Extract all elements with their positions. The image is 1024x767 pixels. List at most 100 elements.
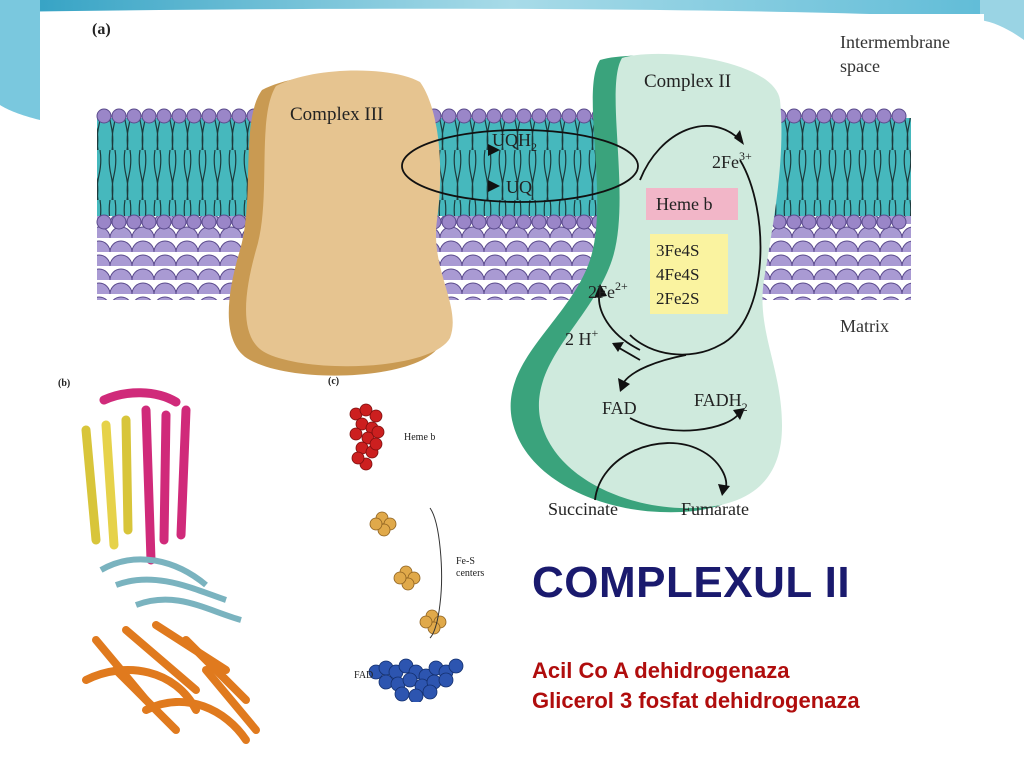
heme-b-small-label: Heme b [404,432,435,443]
subtitle-line-1: Acil Co A dehidrogenaza [532,658,790,683]
fad-small-label: FAD [354,670,373,681]
lipid-head [531,108,547,124]
lipid-head [576,214,592,230]
lipid-head [801,108,817,124]
lipid-head [96,108,112,124]
lipid-head [891,108,907,124]
lipid-head [96,214,112,230]
lipid-head [846,108,862,124]
title-box [518,520,984,628]
lipid-head [231,214,247,230]
atom-sphere [422,684,438,700]
lipid-head [141,214,157,230]
lipid-head [546,108,562,124]
succinate-label: Succinate [548,499,618,519]
lipid-head [111,214,127,230]
atom-sphere [419,615,433,629]
lipid-head [576,108,592,124]
lipid-head [441,108,457,124]
atom-sphere [394,686,410,702]
lipid-head [891,214,907,230]
lipid-head [501,108,517,124]
matrix-label: Matrix [840,316,889,336]
lipid-head [471,214,487,230]
atom-sphere [408,688,424,702]
lipid-head [186,108,202,124]
lipid-head [831,108,847,124]
fe-s-spheres [369,511,447,635]
atom-sphere [393,571,407,585]
lipid-head [216,214,232,230]
fe2-label: 2Fe2+ [588,279,628,302]
lipid-head [786,214,802,230]
lipid-head [186,214,202,230]
intermembrane-label: Intermembrane [840,32,950,52]
fe-s-bracket [429,507,442,639]
lipid-head [816,214,832,230]
panel-b-label: (b) [58,378,70,389]
lipid-head [216,108,232,124]
lipid-head [171,214,187,230]
lipid-head [501,214,517,230]
lipid-head [456,214,472,230]
atom-sphere [369,437,383,451]
heme-b-box [646,188,738,220]
lipid-head [561,214,577,230]
fes-2fe2s: 2Fe2S [656,289,699,308]
lipid-head [876,108,892,124]
complex-iii [228,70,453,376]
protein-ribbon-image: (b) [58,378,260,744]
lipid-head [156,214,172,230]
lipid-head [816,108,832,124]
fes-box [650,234,728,314]
lipid-head [801,214,817,230]
lipid-head [456,108,472,124]
atom-sphere [402,672,418,688]
fumarate-label: Fumarate [681,499,749,519]
lipid-head [231,108,247,124]
lipid-head [141,108,157,124]
fe3-label: 2Fe3+ [712,149,752,172]
2h-label: 2 H+ [565,326,599,349]
subtitle-line-2: Glicerol 3 fosfat dehidrogenaza [532,688,860,713]
lipid-head [546,214,562,230]
lipid-head [531,214,547,230]
atom-sphere [448,658,464,674]
lipid-head [171,108,187,124]
lipid-head [786,108,802,124]
atom-sphere [369,517,383,531]
atom-sphere [351,451,365,465]
lipid-head [111,108,127,124]
arrowheads [488,130,745,496]
uq-label: UQ [506,177,532,197]
lipid-head [561,108,577,124]
atom-sphere [359,403,373,417]
lipid-head [156,108,172,124]
heme-b-label: Heme b [656,194,712,214]
lipid-head [831,214,847,230]
fes-small-label-1: Fe-S [456,556,475,567]
lipid-head [486,214,502,230]
complex-ii-label: Complex II [644,71,731,92]
panel-a-label: (a) [92,21,111,38]
panel-c-label: (c) [328,376,339,387]
lipid-head [486,108,502,124]
atom-sphere [349,427,363,441]
lipid-head [876,214,892,230]
fes-3fe4s: 3Fe4S [656,241,699,260]
fes-4fe4s: 4Fe4S [656,265,699,284]
cofactors-image: (c) Heme b Fe-S centers FAD [328,376,484,702]
lipid-head [846,214,862,230]
lipid-head [861,214,877,230]
lipid-head [471,108,487,124]
lipid-head [126,108,142,124]
atom-sphere [371,425,385,439]
heme-b-spheres [349,403,385,471]
lipid-head [126,214,142,230]
fad-spheres [368,658,464,702]
space-label: space [840,56,880,76]
atom-sphere [369,409,383,423]
slide-title: COMPLEXUL II [532,558,851,607]
